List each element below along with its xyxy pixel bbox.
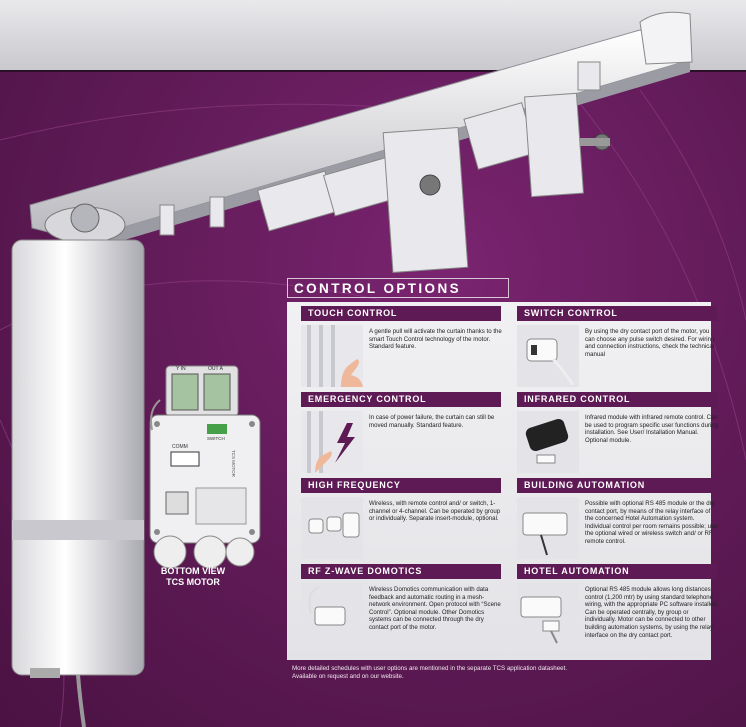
card-rf-zwave-domotics: RF Z-Wave Domotics Wireless Domotics com…	[301, 564, 501, 645]
card-title: Hotel Automation	[517, 564, 717, 579]
motor-caption: BOTTOM VIEW TCS MOTOR	[148, 566, 238, 588]
module-icon	[517, 497, 579, 559]
card-text: Wireless, with remote control and/ or sw…	[369, 500, 501, 523]
control-options-panel: Touch Control A gentle pull will activat…	[287, 302, 718, 660]
footnote-line1: More detailed schedules with user option…	[292, 665, 568, 672]
card-title: Infrared Control	[517, 392, 717, 407]
label-comm: COMM	[172, 444, 188, 450]
card-title: RF Z-Wave Domotics	[301, 564, 501, 579]
control-options-heading: CONTROL OPTIONS	[287, 278, 509, 298]
rs485-module-icon	[517, 583, 579, 645]
label-switch: SWITCH	[207, 436, 225, 441]
card-switch-control: Switch Control By using the dry contact …	[517, 306, 717, 387]
remote-icon	[517, 411, 579, 473]
card-emergency-control: Emergency Control In case of power failu…	[301, 392, 501, 473]
card-building-automation: Building Automation Possible with option…	[517, 478, 718, 559]
lightning-icon	[301, 411, 363, 473]
card-text: Infrared module with infrared remote con…	[585, 414, 719, 444]
card-title: Building Automation	[517, 478, 717, 493]
card-text: Optional RS 485 module allows long dista…	[585, 586, 719, 639]
motor-caption-line1: BOTTOM VIEW	[160, 566, 226, 576]
card-text: Possible with optional RS 485 module or …	[585, 500, 718, 545]
label-tcs-motor: TCS MOTOR	[231, 450, 236, 477]
hf-remote-icon	[301, 497, 363, 559]
top-divider	[0, 70, 746, 72]
footnote: More detailed schedules with user option…	[292, 665, 712, 681]
card-text: Wireless Domotics communication with dat…	[369, 586, 501, 631]
card-title: Touch Control	[301, 306, 501, 321]
zwave-module-icon	[301, 583, 363, 645]
card-title: Switch Control	[517, 306, 717, 321]
card-high-frequency: High Frequency Wireless, with remote con…	[301, 478, 501, 559]
card-text: By using the dry contact port of the mot…	[585, 328, 715, 358]
card-touch-control: Touch Control A gentle pull will activat…	[301, 306, 502, 387]
card-infrared-control: Infrared Control Infrared module with in…	[517, 392, 719, 473]
card-title: Emergency Control	[301, 392, 501, 407]
switch-icon	[517, 325, 579, 387]
card-hotel-automation: Hotel Automation Optional RS 485 module …	[517, 564, 719, 645]
motor-caption-line2: TCS MOTOR	[166, 577, 220, 587]
card-title: High Frequency	[301, 478, 501, 493]
footnote-line2: Available on request and on our website.	[292, 673, 404, 680]
label-y-in: Y IN	[176, 366, 186, 372]
label-out-a: OUT A	[208, 366, 223, 372]
card-text: In case of power failure, the curtain ca…	[369, 414, 495, 429]
card-text: A gentle pull will activate the curtain …	[369, 328, 502, 351]
hand-icon	[301, 325, 363, 387]
